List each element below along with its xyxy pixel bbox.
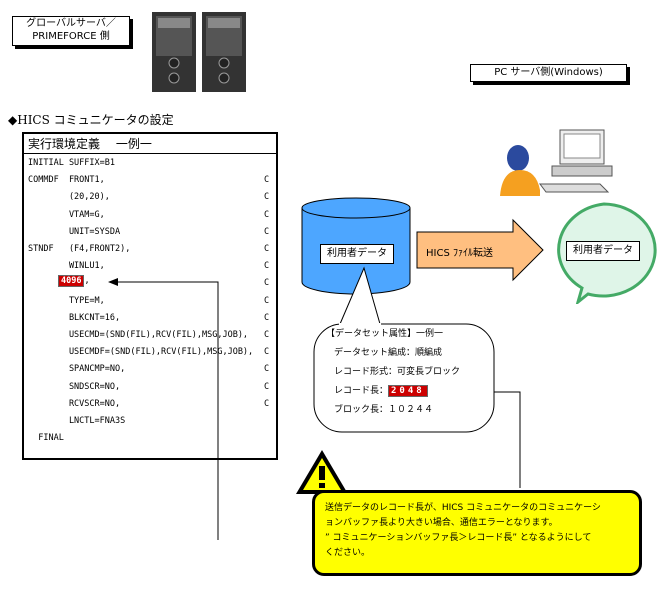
warning-line-2: ョンバッファ長より大きい場合、通信エラーとなります。 xyxy=(325,518,558,528)
definition-line: (20,20), xyxy=(28,192,110,203)
dataset-callout-shape xyxy=(313,266,495,433)
section-title: ◆HICS コミュニケータの設定 xyxy=(8,113,174,127)
warning-line-3: ” コミュニケーションバッファ長＞レコード長” となるようにして xyxy=(325,533,592,543)
continuation-mark: C xyxy=(264,312,270,323)
dataset-reclen: レコード長：2048 xyxy=(334,385,428,397)
highlight-value: 4096 xyxy=(58,275,85,288)
definition-line: INITIAL SUFFIX=B1 xyxy=(28,158,115,168)
highlight-suffix: , xyxy=(84,276,90,287)
definition-line: SPANCMP=NO, xyxy=(28,364,126,375)
definition-line: BLKCNT=16, xyxy=(28,312,121,323)
global-server-label: グローバルサーバ／ PRIMEFORCE 側 xyxy=(12,16,130,46)
definition-line: USECMDF=(SND(FIL),RCV(FIL),MSG,JOB), xyxy=(28,347,254,358)
user-data-label: 利用者データ xyxy=(320,244,394,264)
warning-line-4: ください。 xyxy=(325,548,371,558)
definition-line: TYPE=M, xyxy=(28,295,105,306)
dataset-title: 【データセット属性】一例一 xyxy=(326,329,444,339)
server-towers-icon xyxy=(152,12,246,92)
continuation-mark: C xyxy=(264,261,270,272)
continuation-mark: C xyxy=(264,209,270,220)
dataset-reclen-value: 2048 xyxy=(388,385,428,397)
highlight-buffer-length: 4096, xyxy=(58,275,90,288)
definition-line: VTAM=G, xyxy=(28,209,105,220)
global-server-label-line2: PRIMEFORCE 側 xyxy=(32,31,110,42)
definition-line: WINLU1, xyxy=(28,261,105,272)
warning-line-1: 送信データのレコード長が、HICS コミュニケータのコミュニケーシ xyxy=(325,503,601,513)
continuation-mark: C xyxy=(264,278,270,289)
warning-box: 送信データのレコード長が、HICS コミュニケータのコミュニケーシ ョンバッファ… xyxy=(312,490,642,576)
global-server-label-line1: グローバルサーバ／ xyxy=(26,18,116,29)
continuation-mark: C xyxy=(264,330,270,340)
dataset-reclen-label: レコード長： xyxy=(334,386,389,396)
definition-title: 実行環境定義 一例一 xyxy=(24,134,276,154)
continuation-mark: C xyxy=(264,381,270,392)
continuation-mark: C xyxy=(264,295,270,306)
transfer-label: HICS ﾌｧｲﾙ転送 xyxy=(426,248,493,259)
dataset-format: レコード形式：可変長ブロック xyxy=(334,367,461,377)
definition-line: STNDF (F4,FRONT2), xyxy=(28,244,131,254)
dataset-blklen: ブロック長：１０２４４ xyxy=(334,405,434,415)
definition-line: FINAL xyxy=(28,433,64,444)
continuation-mark: C xyxy=(264,347,270,358)
pc-user-data-label: 利用者データ xyxy=(566,241,640,261)
definition-line: SNDSCR=NO, xyxy=(28,381,121,392)
definition-line: UNIT=SYSDA xyxy=(28,226,121,237)
continuation-mark: C xyxy=(264,244,270,254)
definition-line: COMMDF FRONT1, xyxy=(28,175,105,186)
definition-line: USECMD=(SND(FIL),RCV(FIL),MSG,JOB), xyxy=(28,330,249,340)
continuation-mark: C xyxy=(264,226,270,237)
transfer-arrow-icon xyxy=(416,218,544,282)
definition-line: LNCTL=FNA3S xyxy=(28,416,126,426)
definition-line: RCVSCR=NO, xyxy=(28,398,121,409)
continuation-mark: C xyxy=(264,398,270,409)
continuation-mark: C xyxy=(264,364,270,375)
pc-server-label: PC サーバ側(Windows) xyxy=(470,64,627,82)
continuation-mark: C xyxy=(264,175,270,186)
warning-icon xyxy=(296,450,348,494)
dataset-org: データセット編成：順編成 xyxy=(334,348,443,358)
continuation-mark: C xyxy=(264,192,270,203)
pc-user-icon xyxy=(500,129,613,196)
